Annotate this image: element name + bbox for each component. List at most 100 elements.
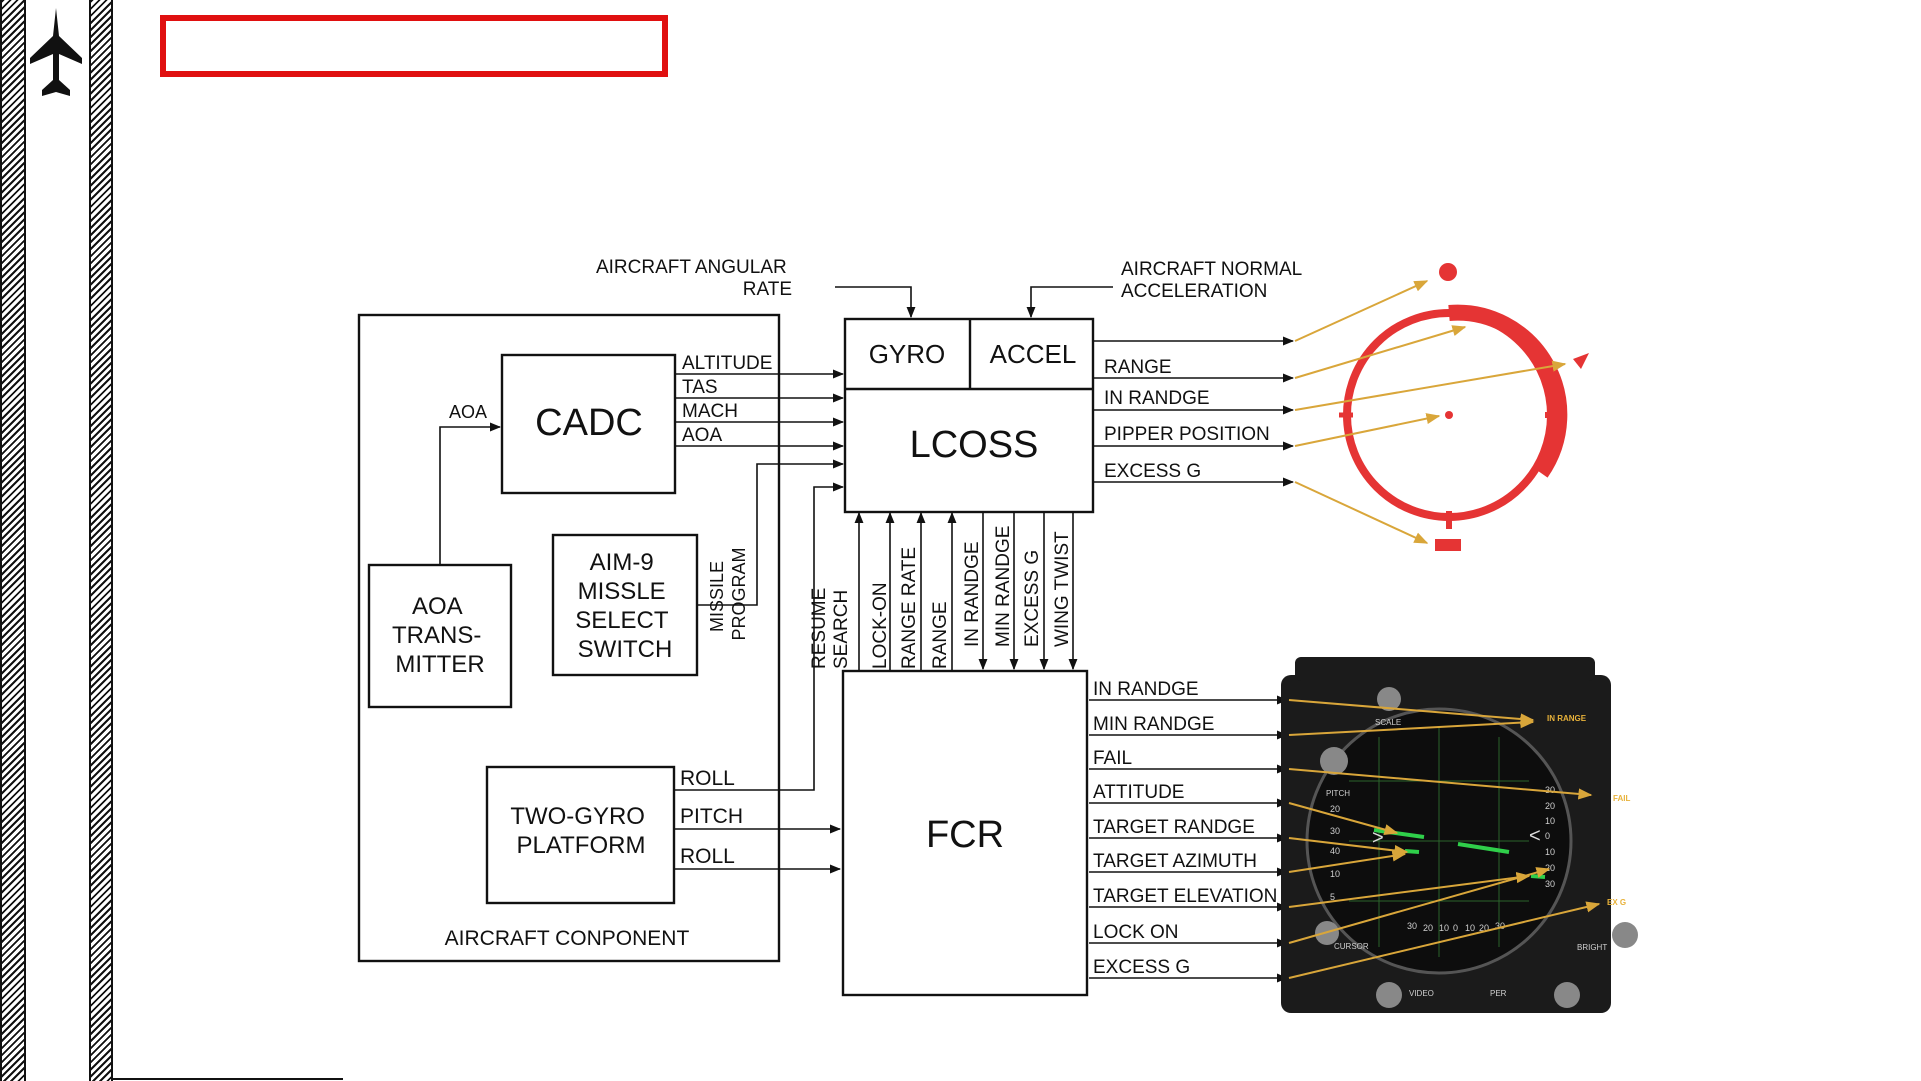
cadc-out-tas: TAS [682,377,718,398]
knob-pitch[interactable] [1320,747,1348,775]
radar-right-caret: < [1529,825,1541,847]
knob-per[interactable] [1554,982,1580,1008]
two-gyro-platform-box [485,765,676,905]
angular-rate-line-2: RATE [743,279,792,300]
fcr-out-target-elevation: TARGET ELEVATION [1093,886,1277,907]
lcoss-fcr-block-diagram: AIRCRAFT ANGULAR RATE AIRCRAFT NORMAL AC… [349,257,1655,1023]
lcoss-down-in-range: IN RANDGE [962,541,983,647]
fcr-up-range: RANGE [930,601,951,669]
fcr-out-min-range: MIN RANDGE [1093,714,1214,735]
reticle-range-marker [1573,353,1589,369]
roll-to-lcoss-arrow [674,482,845,791]
knob-bright[interactable] [1612,922,1638,948]
title-placeholder-box [160,15,668,77]
fcr-out-fail: FAIL [1093,748,1132,769]
fcr-out-in-range: IN RANDGE [1093,679,1199,700]
aoa-transmitter-line-2: TRANS- [392,622,481,649]
bottom-scale-0: 30 [1407,921,1417,931]
lcoss-label: LCOSS [910,424,1039,466]
knob-label-video: VIDEO [1409,989,1434,998]
angular-rate-label: AIRCRAFT ANGULAR RATE [596,257,792,300]
leader-fcr-target-elevation [1288,872,1531,908]
radar-panel-top [1295,657,1595,681]
gyro-label: GYRO [869,339,946,369]
cadc-box [500,353,677,495]
right-scale-4: 10 [1545,847,1555,857]
reticle-top-dot [1439,263,1457,281]
right-scale-5: 20 [1545,863,1555,873]
fcr-label: FCR [926,814,1004,856]
leader-fcr-fail [1288,768,1593,800]
reticle-range-bar [1448,304,1568,478]
leader-fcr-target-azimuth [1288,850,1407,873]
right-scale-3: 0 [1545,831,1550,841]
knob-label-cursor: CURSOR [1334,942,1369,951]
aoa-transmitter-box [367,563,513,709]
leader-in-range [1294,360,1567,411]
knob-label-pitch: PITCH [1326,789,1350,798]
normal-accel-line-1: AIRCRAFT NORMAL [1121,259,1302,280]
lcoss-down-wing-twist: WING TWIST [1052,531,1073,647]
bottom-scale-3: 0 [1453,923,1458,933]
leader-fcr-target-range [1288,837,1409,857]
footer-rule [113,1078,343,1080]
normal-accel-line-2: ACCELERATION [1121,281,1267,302]
fcr-up-lock-on: LOCK-ON [870,582,891,669]
radar-indicator-lamps: IN RANGE FAIL EX G [1547,714,1630,907]
gyro-platform-line-2: PLATFORM [517,832,646,859]
cadc-label: CADC [535,402,643,444]
aim9-line-1: AIM-9 [590,549,654,576]
lcoss-down-min-range: MIN RANDGE [993,526,1014,647]
knob-scale[interactable] [1377,687,1401,711]
aoa-transmitter-label: AOA TRANS- MITTER [392,593,488,678]
leader-fcr-in-range [1288,699,1535,725]
aoa-to-cadc-arrow [439,422,502,565]
two-gyro-platform-label: TWO-GYRO PLATFORM [510,803,651,859]
left-scale-0: 20 [1330,804,1340,814]
knob-video[interactable] [1376,982,1402,1008]
missile-program-arrow [697,459,845,606]
aoa-input-label: AOA [449,402,487,422]
normal-accel-arrow [1026,286,1113,319]
right-scale-0: 30 [1545,785,1555,795]
bottom-scale-6: 30 [1495,921,1505,931]
leader-fcr-attitude [1288,802,1399,836]
left-hatched-border [0,0,26,1081]
cadc-out-aoa: AOA [682,425,722,446]
resume-line-2: SEARCH [831,590,852,669]
knob-label-scale: SCALE [1375,718,1401,727]
missile-program-label: MISSILE PROGRAM [707,547,749,640]
cadc-out-altitude: ALTITUDE [682,353,772,374]
left-scale-1: 30 [1330,826,1340,836]
lcoss-out-range: RANGE [1104,357,1172,378]
aim9-line-4: SWITCH [578,636,673,663]
platform-out-roll-1: ROLL [680,767,735,790]
reticle-pipper [1445,411,1453,419]
fighter-jet-icon [30,8,82,96]
lamp-in-range: IN RANGE [1547,714,1587,723]
radar-target-blip-2 [1457,842,1510,854]
right-scale-2: 10 [1545,816,1555,826]
leader-top-dot [1294,280,1429,342]
radar-knob-labels: SCALE PITCH CURSOR VIDEO PER BRIGHT [1326,718,1607,998]
gyro-platform-line-1: TWO-GYRO [510,803,645,830]
angular-rate-arrow [835,286,916,319]
left-scale-3: 10 [1330,869,1340,879]
gunsight-reticle [1339,263,1589,551]
lcoss-out-in-range: IN RANDGE [1104,388,1210,409]
cadc-out-mach: MACH [682,401,738,422]
left-scale-4: 5 [1330,892,1335,902]
right-scale-6: 30 [1545,879,1555,889]
lamp-fail: FAIL [1613,794,1630,803]
missile-program-line-2: PROGRAM [729,547,749,640]
aircraft-component-label: AIRCRAFT CONPONENT [445,927,690,950]
lamp-ex-g: EX G [1607,898,1626,907]
fcr-up-resume-search: RESUME SEARCH [809,582,852,669]
aim9-line-2: MISSLE [578,578,666,605]
right-hatched-border [89,0,113,1081]
aim9-line-3: SELECT [575,607,669,634]
radar-left-caret: > [1372,827,1384,849]
fcr-out-target-range: TARGET RANDGE [1093,817,1255,838]
left-scale-2: 40 [1330,846,1340,856]
lcoss-out-excess-g: EXCESS G [1104,461,1201,482]
